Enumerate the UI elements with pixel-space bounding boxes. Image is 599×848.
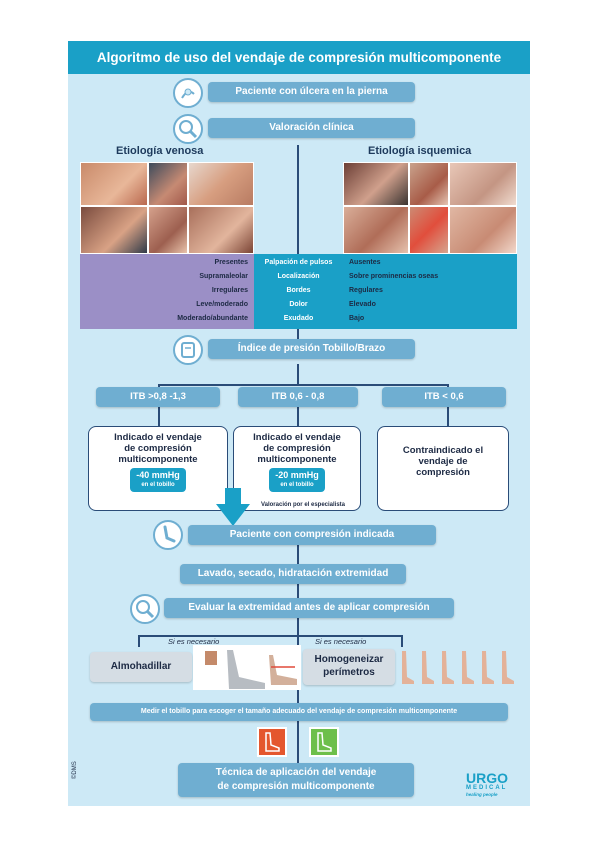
technique-line1: Técnica de aplicación del vendaje — [215, 767, 377, 778]
itb-box-1-line2: de compresión — [124, 443, 192, 454]
padding-image — [193, 645, 301, 690]
magnifier-icon — [173, 114, 203, 144]
itb-box-3: Contraindicado el vendaje de compresión — [377, 426, 509, 511]
pressure-value-1: -40 mmHg — [136, 470, 180, 480]
homogenize-line2: perímetros — [323, 667, 375, 678]
technique-line2: de compresión multicomponente — [217, 781, 375, 792]
ischemic-photo-2 — [409, 162, 449, 206]
venous-value: Irregulares — [211, 287, 248, 294]
magnifier-icon-2 — [130, 594, 160, 624]
venous-heading: Etiología venosa — [116, 145, 204, 157]
criteria-label: Localización — [277, 273, 320, 280]
measure-step: Medir el tobillo para escoger el tamaño … — [90, 703, 508, 721]
venous-photo-3 — [188, 162, 254, 206]
legs-image — [398, 651, 516, 685]
care-step: Lavado, secado, hidratación extremidad — [180, 564, 406, 584]
ischemic-photo-1 — [343, 162, 409, 206]
criteria-label: Bordes — [286, 287, 311, 294]
venous-photo-6 — [188, 206, 254, 254]
homogenize-step: Homogeneizar perímetros — [303, 649, 395, 685]
connector-branch-l — [138, 635, 140, 647]
criteria-band — [254, 254, 343, 329]
pressure-where-2: en el tobillo — [280, 482, 314, 488]
itb-box-2-line1: Indicado el vendaje — [253, 432, 341, 443]
ischemic-band — [343, 254, 517, 329]
pressure-where-1: en el tobillo — [141, 482, 175, 488]
down-arrow-icon — [216, 488, 250, 526]
itb-box-1: Indicado el vendaje de compresión multic… — [88, 426, 228, 511]
ischemic-heading: Etiología isquemica — [368, 145, 472, 157]
connector-abpi — [297, 364, 299, 384]
ischemic-value: Bajo — [349, 315, 365, 322]
abpi-step: Índice de presión Tobillo/Brazo — [208, 339, 415, 359]
indicated-step: Paciente con compresión indicada — [188, 525, 436, 545]
connector-main — [297, 145, 299, 355]
ischemic-value: Regulares — [349, 287, 383, 294]
leg-icon — [153, 520, 183, 550]
ischemic-value: Sobre prominencias oseas — [349, 273, 439, 280]
specialist-note: Valoración por el especialista — [260, 502, 346, 508]
brand-tagline: healing people — [466, 792, 498, 797]
itb-box-1-line3: multicomponente — [118, 454, 198, 465]
itb-label-3: ITB < 0,6 — [382, 387, 506, 407]
venous-value: Leve/moderado — [196, 301, 248, 308]
ischemic-values: Ausentes Sobre prominencias oseas Regula… — [349, 256, 517, 326]
if-needed-right: Si es necesario — [315, 637, 367, 646]
brand-logo: URGO MEDICAL healing people — [466, 771, 526, 798]
venous-value: Presentes — [214, 259, 248, 266]
connector-branch-h — [138, 635, 402, 637]
itb-box-2-line2: de compresión — [263, 443, 331, 454]
side-code: ©DMS — [72, 761, 78, 779]
connector-itb-stems3 — [447, 407, 449, 427]
poster: Algoritmo de uso del vendaje de compresi… — [68, 41, 530, 806]
technique-step: Técnica de aplicación del vendaje de com… — [178, 763, 414, 797]
connector-branch-r — [401, 635, 403, 647]
ischemic-value: Elevado — [349, 301, 376, 308]
criteria-label: Palpación de pulsos — [264, 259, 333, 266]
itb-label-1: ITB >0,8 -1,3 — [96, 387, 220, 407]
venous-band — [80, 254, 254, 329]
pressure-badge-1: -40 mmHg en el tobillo — [130, 468, 186, 492]
criteria-label: Dolor — [289, 301, 308, 308]
evaluate-step: Evaluar la extremidad antes de aplicar c… — [164, 598, 454, 618]
doppler-icon — [173, 335, 203, 365]
title-bar: Algoritmo de uso del vendaje de compresi… — [68, 41, 530, 74]
ischemic-photo-3 — [449, 162, 517, 206]
brand-name: URGO — [466, 770, 508, 786]
venous-photo-5 — [148, 206, 188, 254]
ischemic-value: Ausentes — [349, 259, 381, 266]
ischemic-photo-4 — [343, 206, 409, 254]
itb-box-3-line1: Contraindicado el — [402, 445, 484, 456]
brand-sub: MEDICAL — [466, 785, 508, 791]
itb-box-2: Indicado el vendaje de compresión multic… — [233, 426, 361, 511]
connector-itb-stems1 — [158, 407, 160, 427]
itb-label-2: ITB 0,6 - 0,8 — [238, 387, 358, 407]
padding-step: Almohadillar — [90, 652, 192, 682]
venous-value: Moderado/abundante — [177, 315, 248, 322]
patient-step: Paciente con úlcera en la pierna — [208, 82, 415, 102]
assessment-step: Valoración clínica — [208, 118, 415, 138]
criteria-label: Exudado — [283, 315, 314, 322]
ischemic-photo-5 — [409, 206, 449, 254]
homogenize-line1: Homogeneizar — [314, 654, 384, 665]
itb-box-1-line1: Indicado el vendaje — [114, 432, 202, 443]
venous-photo-4 — [80, 206, 148, 254]
patient-icon — [173, 78, 203, 108]
ischemic-photo-6 — [449, 206, 517, 254]
connector-itb-stems2 — [297, 407, 299, 427]
venous-value: Supramaleolar — [199, 273, 248, 280]
connector-itb-h — [158, 384, 448, 386]
venous-photo-2 — [148, 162, 188, 206]
venous-photo-1 — [80, 162, 148, 206]
itb-box-3-line2: vendaje de — [418, 456, 468, 467]
if-needed-left: Si es necesario — [168, 637, 220, 646]
pressure-value-2: -20 mmHg — [275, 470, 319, 480]
venous-values: Presentes Supramaleolar Irregulares Leve… — [80, 256, 248, 326]
criteria-labels: Palpación de pulsos Localización Bordes … — [254, 256, 343, 326]
itb-box-2-line3: multicomponente — [257, 454, 337, 465]
bandage-icon-red — [257, 727, 287, 757]
itb-box-3-line3: compresión — [416, 467, 470, 478]
pressure-badge-2: -20 mmHg en el tobillo — [269, 468, 325, 492]
bandage-icon-green — [309, 727, 339, 757]
